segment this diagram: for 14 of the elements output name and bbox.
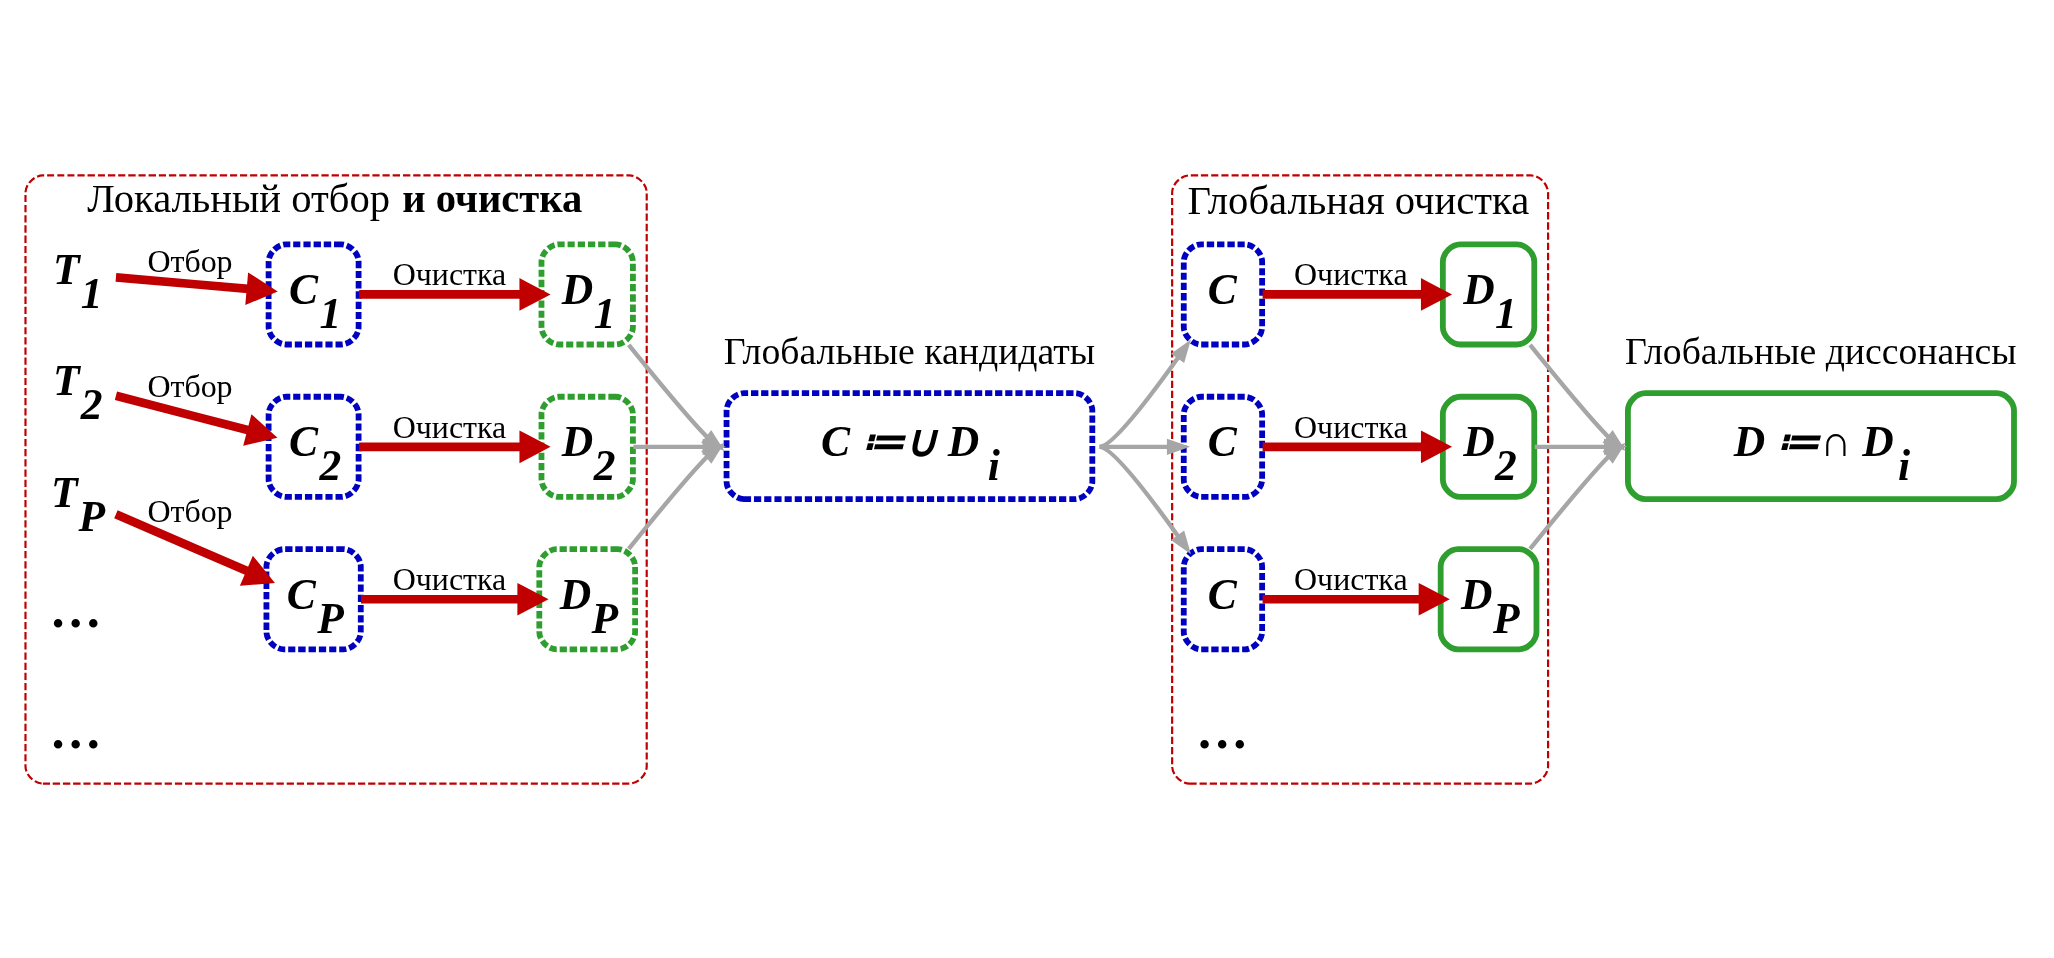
edge-label: Отбор [147,243,233,279]
edge-label: Очистка [1294,561,1408,597]
edge-label: Очистка [392,409,507,445]
label: … [1196,700,1249,759]
label: … [49,579,102,638]
label: … [49,700,102,759]
edge-label: Очистка [392,256,507,292]
edge-label: Отбор [147,368,233,404]
node-label: Глобальные кандидаты [723,329,1096,372]
node-label: Глобальные диссонансы [1625,329,2017,372]
edge-label: Отбор [147,493,233,529]
edge-label: Очистка [1294,256,1408,292]
edge-label: Очистка [392,561,507,597]
edge-label: Очистка [1294,409,1408,445]
